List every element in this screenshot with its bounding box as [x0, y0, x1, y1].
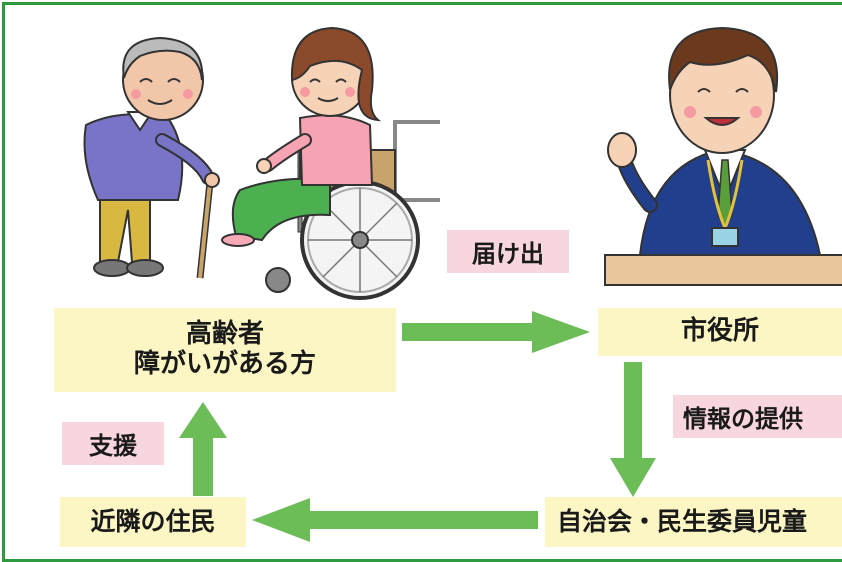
info-provision-label: 情報の提供 [673, 395, 842, 438]
notification-label-text: 届け出 [472, 240, 544, 268]
city-office-node: 市役所 [598, 308, 842, 356]
arrow-to-elderly [179, 402, 227, 496]
arrow-to-city-office [402, 311, 590, 353]
arrow-to-community [610, 362, 656, 497]
neighbors-label: 近隣の住民 [90, 506, 216, 536]
elderly-node-line1: 高齢者 [185, 319, 264, 350]
support-label: 支援 [62, 422, 164, 465]
support-label-text: 支援 [89, 432, 137, 460]
elderly-man-illustration [83, 36, 220, 279]
community-node: 自治会・民生委員児童 [545, 497, 842, 547]
arrow-to-neighbors [252, 498, 538, 542]
elderly-disabled-node: 高齢者 障がいがある方 [54, 308, 396, 392]
notification-label: 届け出 [447, 230, 569, 273]
neighbors-node: 近隣の住民 [60, 497, 246, 547]
elderly-node-line2: 障がいがある方 [133, 349, 316, 379]
community-label: 自治会・民生委員児童 [557, 506, 808, 536]
flow-arrows [179, 311, 656, 542]
wheelchair-woman-illustration [221, 26, 440, 300]
city-staff-illustration [604, 26, 842, 286]
city-office-label: 市役所 [680, 316, 759, 347]
info-provision-label-text: 情報の提供 [683, 405, 803, 433]
